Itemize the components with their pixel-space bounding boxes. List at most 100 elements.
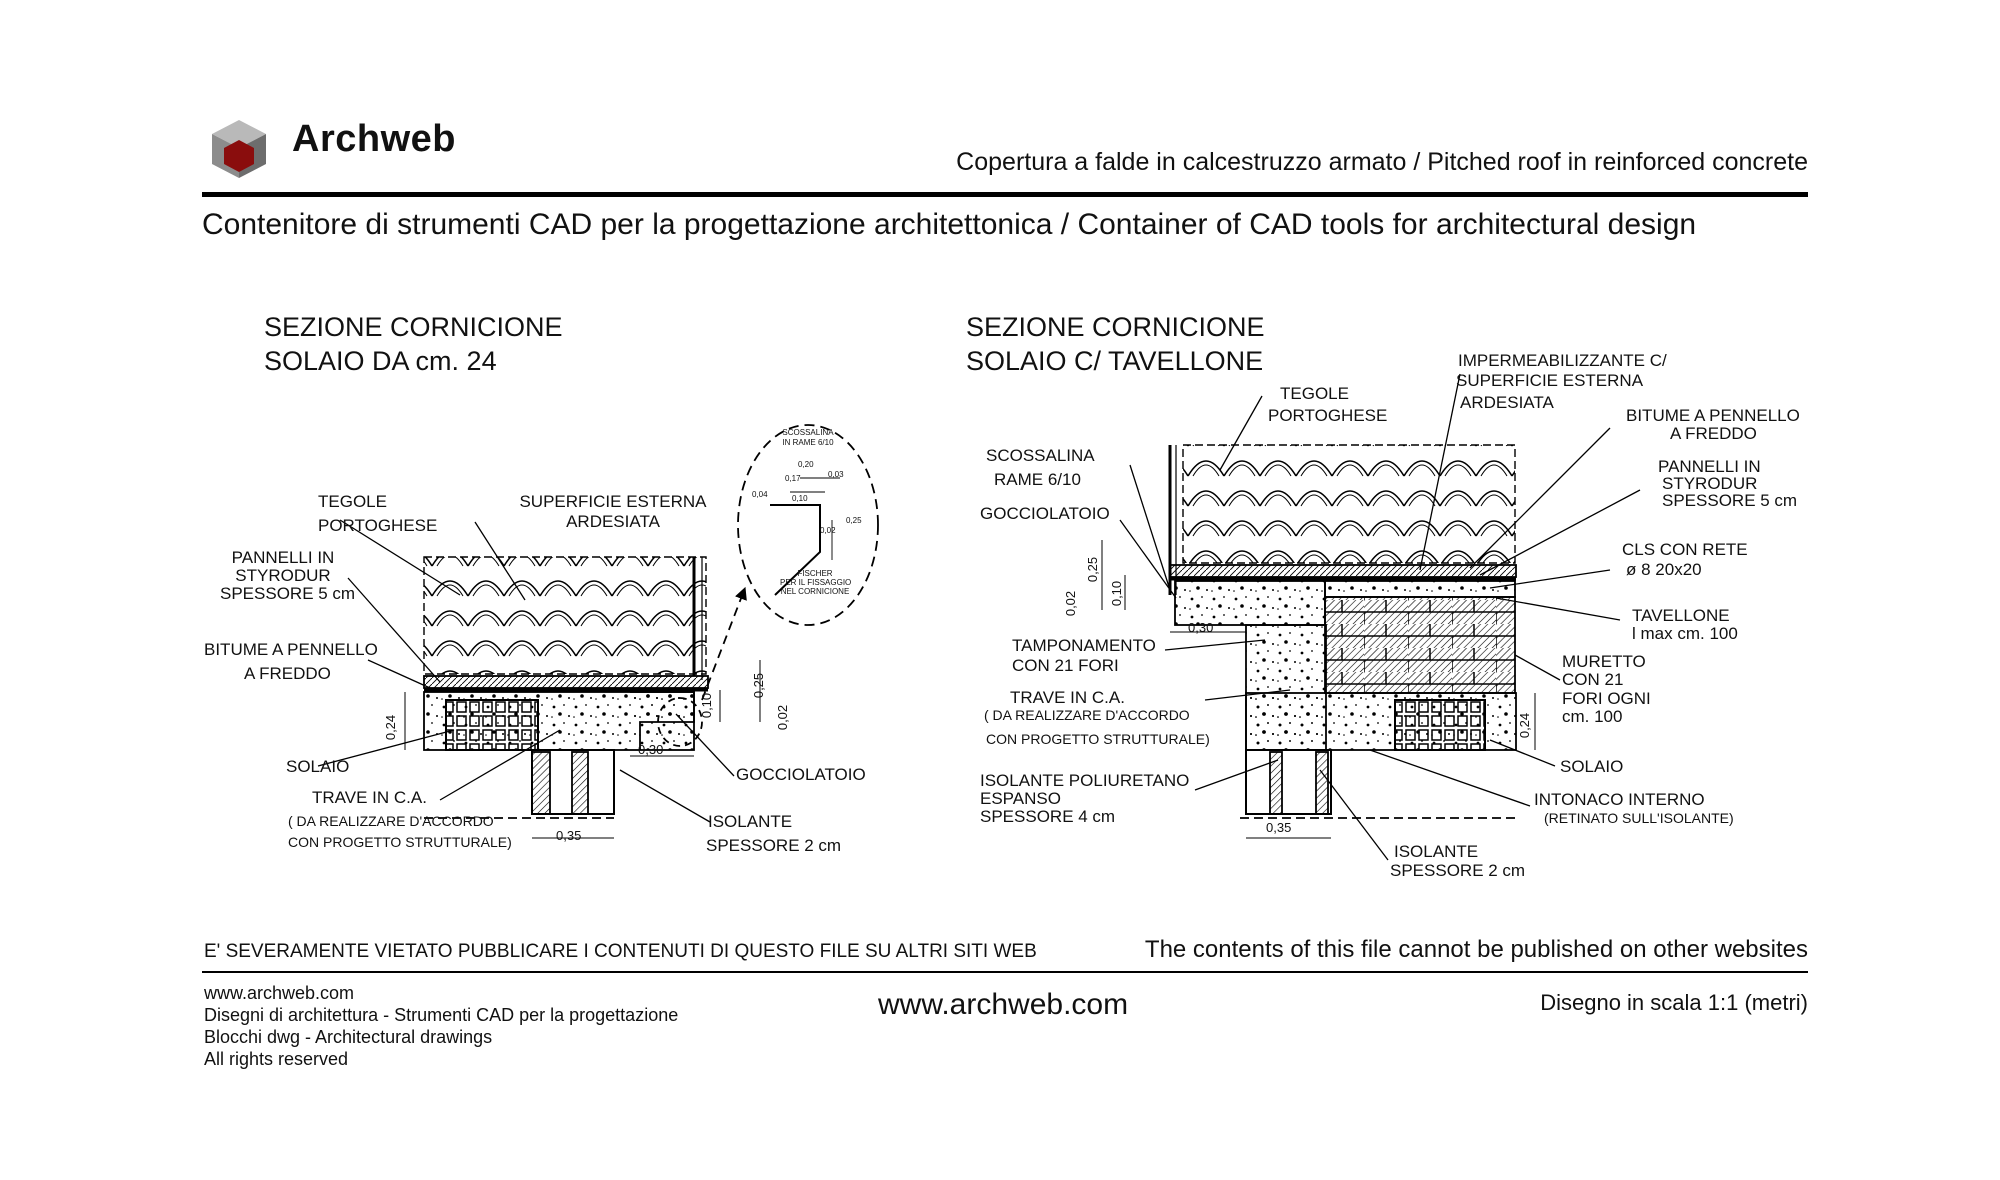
s2-label-trave-note-2: CON PROGETTO STRUTTURALE) — [986, 731, 1210, 747]
s2-label-imperm-2: SUPERFICIE ESTERNA — [1456, 371, 1644, 390]
section1-title-line1: SEZIONE CORNICIONE — [264, 312, 563, 342]
s2-label-scossalina-1: SCOSSALINA — [986, 446, 1095, 465]
s1-dim-024: 0,24 — [383, 714, 399, 741]
footer-credit-line-1[interactable]: www.archweb.com — [204, 983, 355, 1003]
s1-detail-d017: 0,17 — [785, 474, 801, 483]
s2-label-isolante-2: SPESSORE 2 cm — [1390, 861, 1526, 880]
s1-label-isolante-2: SPESSORE 2 cm — [706, 836, 842, 855]
s2-label-isolante-pu-1: ISOLANTE POLIURETANO — [980, 771, 1190, 790]
s1-detail-scossalina-1: SCOSSALINA — [782, 428, 834, 437]
s2-label-bitume-1: BITUME A PENNELLO — [1626, 406, 1800, 425]
s1-label-solaio: SOLAIO — [286, 757, 350, 776]
s2-label-intonaco-1: INTONACO INTERNO — [1534, 790, 1705, 809]
s2-dim-030: 0,30 — [1188, 620, 1214, 635]
section1-cornice — [630, 691, 695, 750]
s1-detail-fischer-3: NEL CORNICIONE — [780, 587, 850, 596]
footer-credit-line-3: Blocchi dwg - Architectural drawings — [204, 1027, 493, 1047]
s2-label-trave-note-1: ( DA REALIZZARE D'ACCORDO — [984, 707, 1190, 723]
s2-dim-024: 0,24 — [1517, 712, 1533, 739]
s1-detail-fischer-2: PER IL FISSAGGIO — [780, 578, 852, 587]
brand-name: Archweb — [292, 118, 456, 160]
section2-title-line1: SEZIONE CORNICIONE — [966, 312, 1265, 342]
s2-label-tavellone-2: l max cm. 100 — [1632, 624, 1738, 643]
section2-wall-right — [1315, 751, 1329, 815]
s1-detail-d025: 0,25 — [846, 516, 862, 525]
warning-english: The contents of this file cannot be publ… — [1144, 936, 1808, 963]
footer-credits: www.archweb.com Disegni di architettura … — [204, 982, 678, 1070]
s1-detail-scossalina-2: IN RAME 6/10 — [782, 438, 834, 447]
section2-drawing — [1101, 373, 1641, 861]
s2-label-pannelli-1: PANNELLI IN — [1658, 457, 1761, 476]
s2-label-gocciolatoio: GOCCIOLATOIO — [980, 504, 1110, 523]
section2-title: SEZIONE CORNICIONE SOLAIO C/ TAVELLONE — [966, 310, 1265, 378]
drawing-title: Copertura a falde in calcestruzzo armato… — [956, 148, 1808, 176]
section1-hollow-blocks — [445, 699, 539, 751]
section1-drawing — [317, 424, 879, 839]
s1-label-superficie-1: SUPERFICIE ESTERNA — [519, 492, 707, 511]
archweb-logo-icon — [212, 120, 266, 178]
detail-callout-circle — [657, 697, 703, 747]
section1-title: SEZIONE CORNICIONE SOLAIO DA cm. 24 — [264, 310, 563, 378]
section2-hollow-blocks — [1394, 699, 1486, 751]
drawing-subtitle: Contenitore di strumenti CAD per la prog… — [202, 208, 1697, 241]
s1-label-pannelli-1: PANNELLI IN — [231, 548, 335, 567]
s2-label-imperm-3: ARDESIATA — [1460, 393, 1554, 412]
s1-label-trave-note-1: ( DA REALIZZARE D'ACCORDO — [288, 813, 494, 829]
s1-detail-d010: 0,10 — [792, 494, 808, 503]
s2-label-cls-2: ø 8 20x20 — [1626, 560, 1702, 579]
s2-label-pannelli-3: SPESSORE 5 cm — [1662, 491, 1798, 510]
s2-label-tamponamento-2: CON 21 FORI — [1012, 656, 1119, 675]
footer-credit-line-2: Disegni di architettura - Strumenti CAD … — [204, 1005, 679, 1025]
section1-wall-left — [531, 751, 551, 815]
s2-label-portoghese: PORTOGHESE — [1268, 406, 1388, 425]
s2-label-bitume-2: A FREDDO — [1670, 424, 1757, 443]
s2-label-tamponamento-1: TAMPONAMENTO — [1012, 636, 1156, 655]
s1-detail-d002: 0,02 — [820, 526, 836, 535]
s1-label-bitume-2: A FREDDO — [244, 664, 331, 683]
s1-label-gocciolatoio: GOCCIOLATOIO — [736, 765, 866, 784]
section2-tiles — [1182, 444, 1516, 564]
s1-dim-025: 0,25 — [751, 672, 767, 699]
s2-label-tavellone-1: TAVELLONE — [1632, 606, 1730, 625]
s1-detail-fischer-1: FISCHER — [797, 569, 833, 578]
s2-label-solaio: SOLAIO — [1560, 757, 1624, 776]
section1-tiles — [423, 556, 707, 675]
header-rule — [202, 192, 1808, 197]
logo-cube-core — [224, 140, 254, 172]
s2-label-cls-1: CLS CON RETE — [1622, 540, 1748, 559]
s2-dim-035: 0,35 — [1266, 820, 1292, 835]
s1-label-tegole: TEGOLE — [318, 492, 387, 511]
s2-label-intonaco-2: (RETINATO SULL'ISOLANTE) — [1544, 810, 1734, 826]
s2-label-tegole: TEGOLE — [1280, 384, 1349, 403]
s1-label-trave: TRAVE IN C.A. — [312, 788, 427, 807]
s1-detail-d020: 0,20 — [798, 460, 814, 469]
section2-wall-left — [1269, 751, 1283, 815]
section2-title-line2: SOLAIO C/ TAVELLONE — [966, 346, 1264, 376]
section2-cls-slab — [1324, 580, 1516, 598]
s1-detail-d003: 0,03 — [828, 470, 844, 479]
warning-italian: E' SEVERAMENTE VIETATO PUBBLICARE I CONT… — [204, 941, 1037, 962]
section2-beam — [1245, 749, 1332, 815]
s2-label-muretto-1: MURETTO — [1562, 652, 1646, 671]
s2-label-muretto-2: CON 21 — [1562, 670, 1624, 689]
section1-styrodur-layer — [423, 675, 709, 689]
s2-dim-010: 0,10 — [1109, 580, 1125, 607]
s2-dim-025: 0,25 — [1085, 556, 1101, 583]
s1-label-trave-note-2: CON PROGETTO STRUTTURALE) — [288, 834, 512, 850]
s1-dim-030: 0,30 — [638, 742, 664, 757]
s1-label-superficie-2: ARDESIATA — [566, 512, 660, 531]
s2-label-isolante-1: ISOLANTE — [1394, 842, 1479, 861]
s2-label-muretto-4: cm. 100 — [1562, 707, 1623, 726]
s2-label-scossalina-2: RAME 6/10 — [994, 470, 1081, 489]
s1-label-pannelli-2: STYRODUR — [235, 566, 331, 585]
section2-tavellone — [1324, 596, 1516, 694]
footer-website-link[interactable]: www.archweb.com — [878, 988, 1129, 1021]
s2-label-trave: TRAVE IN C.A. — [1010, 688, 1125, 707]
s2-label-isolante-pu-3: SPESSORE 4 cm — [980, 807, 1116, 826]
drawing-scale-note: Disegno in scala 1:1 (metri) — [1540, 990, 1808, 1015]
s1-label-isolante-1: ISOLANTE — [708, 812, 793, 831]
s2-label-imperm-1: IMPERMEABILIZZANTE C/ — [1458, 351, 1667, 370]
s1-dim-002: 0,02 — [775, 704, 791, 731]
s2-label-pannelli-2: STYRODUR — [1662, 474, 1758, 493]
